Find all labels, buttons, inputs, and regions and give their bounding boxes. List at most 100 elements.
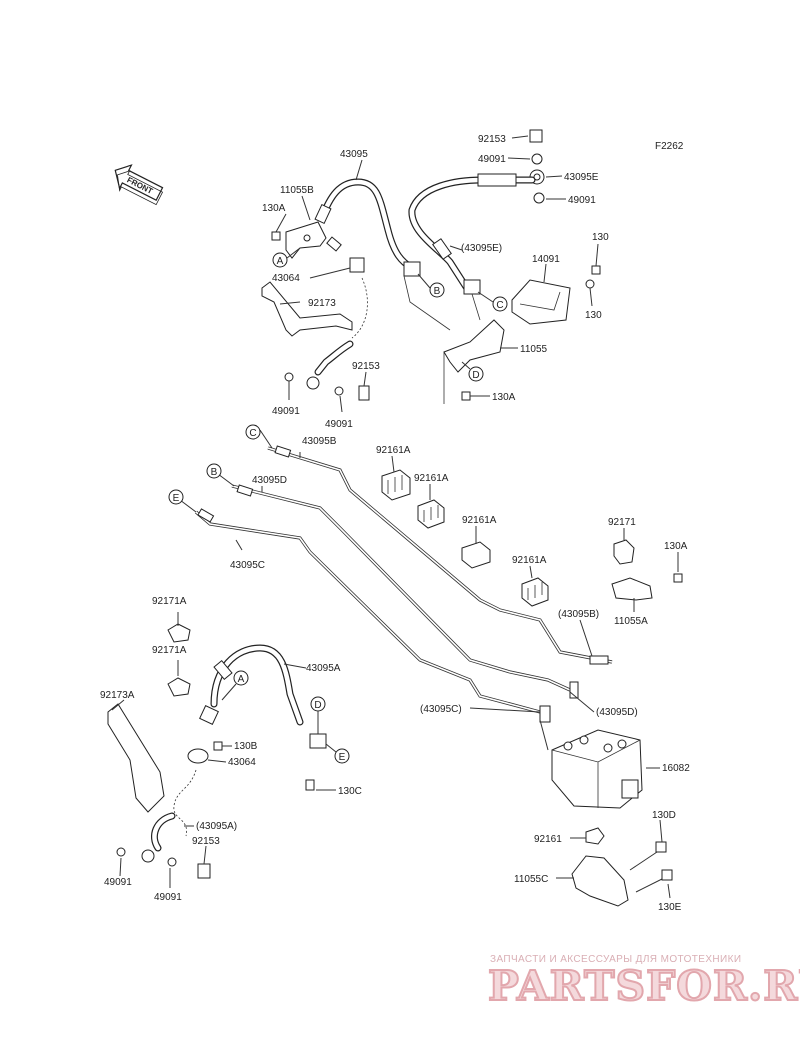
callout-130-b: 130	[585, 310, 602, 321]
callout-43095d: 43095D	[252, 475, 287, 486]
part-number-labels: F2262 92153 49091 43095E 49091 43095 110…	[100, 134, 690, 913]
callout-92153-mid: 92153	[352, 361, 380, 372]
bracket-11055c	[571, 855, 629, 907]
svg-text:C: C	[496, 300, 503, 311]
callout-49091-a: 49091	[478, 154, 506, 165]
marker-b-pipe: B	[206, 463, 222, 479]
nut-92161	[585, 827, 605, 845]
svg-text:A: A	[238, 674, 245, 685]
callout-130c: 130C	[338, 786, 362, 797]
bolt-130a-top	[271, 231, 281, 241]
clamp-92161a-1	[381, 469, 411, 501]
svg-text:B: B	[434, 286, 441, 297]
svg-text:D: D	[472, 370, 479, 381]
bolt-130d	[655, 841, 667, 853]
marker-d-top: D	[468, 366, 484, 382]
callout-130e: 130E	[658, 902, 682, 913]
callout-130a-top: 130A	[262, 203, 286, 214]
bracket-11055	[443, 319, 505, 373]
callout-16082: 16082	[662, 763, 690, 774]
callout-92171: 92171	[608, 517, 636, 528]
callout-43064-bottom: 43064	[228, 757, 256, 768]
callout-14091: 14091	[532, 254, 560, 265]
callout-43095c: 43095C	[230, 560, 265, 571]
callout-130-a: 130	[592, 232, 609, 243]
washer-49091-e	[116, 847, 126, 857]
callout-43095a: 43095A	[306, 663, 341, 674]
clamp-92171	[613, 539, 635, 565]
bolt-130a-right	[673, 573, 683, 583]
washer-49091-a	[531, 153, 543, 165]
svg-text:D: D	[314, 700, 321, 711]
callout-49091-f: 49091	[154, 892, 182, 903]
callout-92153-top: 92153	[478, 134, 506, 145]
callout-92173: 92173	[308, 298, 336, 309]
washer-49091-b	[533, 192, 545, 204]
callout-130a-mid: 130A	[492, 392, 516, 403]
bolt-130-b	[585, 279, 595, 289]
svg-text:B: B	[211, 467, 218, 478]
bolt-130b	[213, 741, 223, 751]
callout-43095c-paren: (43095C)	[420, 704, 462, 715]
grommet-43064	[349, 257, 365, 273]
clamp-c	[463, 279, 481, 295]
clamp-92171a-2	[167, 677, 191, 697]
bracket-11055b	[285, 221, 327, 259]
clamp-92161a-2	[417, 499, 445, 529]
callout-43095b: 43095B	[302, 436, 337, 447]
callout-43064-top: 43064	[272, 273, 300, 284]
brake-hose-43095e	[408, 176, 536, 294]
callout-92161: 92161	[534, 834, 562, 845]
marker-a-bottom: A	[233, 670, 249, 686]
abs-hydraulic-unit-16082	[551, 729, 643, 809]
marker-a-top: A	[272, 252, 288, 268]
bolt-130a-mid	[461, 391, 471, 401]
svg-text:E: E	[339, 752, 346, 763]
marker-c-top: C	[492, 296, 508, 312]
callout-92171a-1: 92171A	[152, 596, 187, 607]
cover-14091	[511, 279, 571, 325]
callout-43095a-paren: (43095A)	[196, 821, 237, 832]
grommet-43064-bottom	[187, 748, 209, 764]
bolt-92153-mid	[358, 385, 370, 401]
clamp-92161a-4	[521, 577, 549, 607]
bracket-11055a	[611, 577, 653, 601]
callout-11055c: 11055C	[514, 874, 548, 885]
watermark-logo: PARTSFOR.RU	[487, 961, 800, 1011]
marker-e-bottom: E	[334, 748, 350, 764]
callout-92161a-3: 92161A	[462, 515, 497, 526]
callout-130b: 130B	[234, 741, 258, 752]
bolt-130c	[305, 779, 315, 791]
svg-text:A: A	[277, 256, 284, 267]
clamp-b	[403, 261, 421, 277]
front-direction-arrow: FRONT	[114, 164, 164, 206]
callout-49091-b: 49091	[568, 195, 596, 206]
washer-49091-d	[334, 386, 344, 396]
watermark-tagline: ЗАПЧАСТИ И АКСЕССУАРЫ ДЛЯ МОТОТЕХНИКИ	[490, 954, 742, 965]
bracket-92173a	[107, 703, 165, 813]
callout-92173a: 92173A	[100, 690, 135, 701]
marker-d-bottom: D	[310, 696, 326, 712]
callout-49091-e: 49091	[104, 877, 132, 888]
washer-49091-f	[167, 857, 177, 867]
brake-pipe-43095c	[194, 510, 541, 714]
svg-text:C: C	[249, 428, 256, 439]
callout-43095d-paren: (43095D)	[596, 707, 638, 718]
callout-92161a-1: 92161A	[376, 445, 411, 456]
callout-43095e: 43095E	[564, 172, 599, 183]
callout-92171a-2: 92171A	[152, 645, 187, 656]
clamp-92171a-1	[167, 623, 191, 643]
clamp-92161a-3	[461, 541, 491, 569]
washer-49091-c	[284, 372, 294, 382]
callout-92161a-4: 92161A	[512, 555, 547, 566]
bolt-92153-bottom	[197, 863, 211, 879]
callout-11055: 11055	[520, 344, 548, 355]
bolt-130e	[661, 869, 673, 881]
svg-text:E: E	[173, 493, 180, 504]
callout-11055a: 11055A	[614, 616, 648, 627]
callout-43095: 43095	[340, 149, 368, 160]
figure-code: F2262	[655, 141, 684, 152]
callout-92153-bottom: 92153	[192, 836, 220, 847]
callout-130a-right: 130A	[664, 541, 688, 552]
